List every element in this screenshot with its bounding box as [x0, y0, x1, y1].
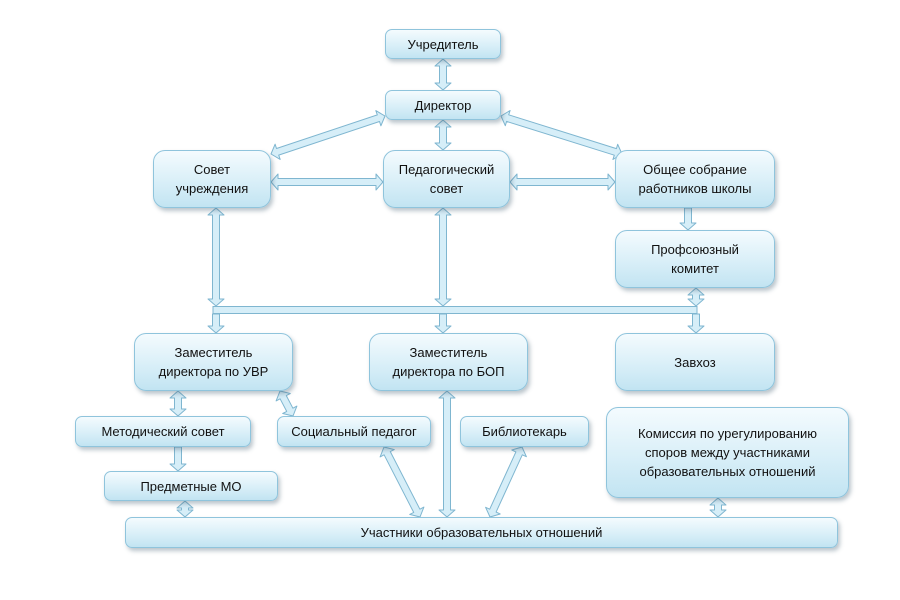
arrow-method-mo	[169, 446, 187, 472]
arrow-meeting-union	[679, 207, 697, 231]
arrow-bus-bop	[434, 313, 452, 334]
arrow-uvr-method	[169, 390, 187, 417]
arrow-bus-uvr	[207, 313, 225, 334]
arrow-bop-participants	[438, 390, 456, 518]
supply-manager-box: Завхоз	[615, 333, 775, 391]
arrow-director-pedcouncil	[434, 119, 452, 151]
deputy-uvr-box: Заместитель директора по УВР	[134, 333, 293, 391]
social-teacher-box: Социальный педагог	[277, 416, 431, 447]
general-meeting-box: Общее собрание работников школы	[615, 150, 775, 208]
participants-box: Участники образовательных отношений	[125, 517, 838, 548]
deputy-bop-box: Заместитель директора по БОП	[369, 333, 528, 391]
distribution-bus	[212, 306, 698, 314]
subject-mo-box: Предметные МО	[104, 471, 278, 501]
arrow-union-bus	[687, 287, 705, 307]
arrow-director-council	[270, 110, 386, 160]
council-box: Совет учреждения	[153, 150, 271, 208]
director-box: Директор	[385, 90, 501, 120]
arrow-pedcouncil-meeting	[509, 173, 616, 191]
arrow-founder-director	[434, 58, 452, 91]
arrow-mo-participants	[176, 500, 194, 518]
arrow-uvr-social	[275, 390, 298, 417]
trade-union-box: Профсоюзный комитет	[615, 230, 775, 288]
arrow-council-pedcouncil	[270, 173, 384, 191]
arrow-social-participants	[379, 446, 425, 518]
arrow-commission-participants	[709, 497, 727, 518]
arrow-bus-supply	[687, 313, 705, 334]
arrow-librarian-participants	[485, 446, 527, 518]
founder-box: Учредитель	[385, 29, 501, 59]
commission-box: Комиссия по урегулированию споров между …	[606, 407, 849, 498]
arrow-council-bus	[207, 207, 225, 307]
arrow-director-meeting	[500, 110, 623, 160]
pedagogical-council-box: Педагогический совет	[383, 150, 510, 208]
librarian-box: Библиотекарь	[460, 416, 589, 447]
method-council-box: Методический совет	[75, 416, 251, 447]
arrow-pedcouncil-bus	[434, 207, 452, 307]
